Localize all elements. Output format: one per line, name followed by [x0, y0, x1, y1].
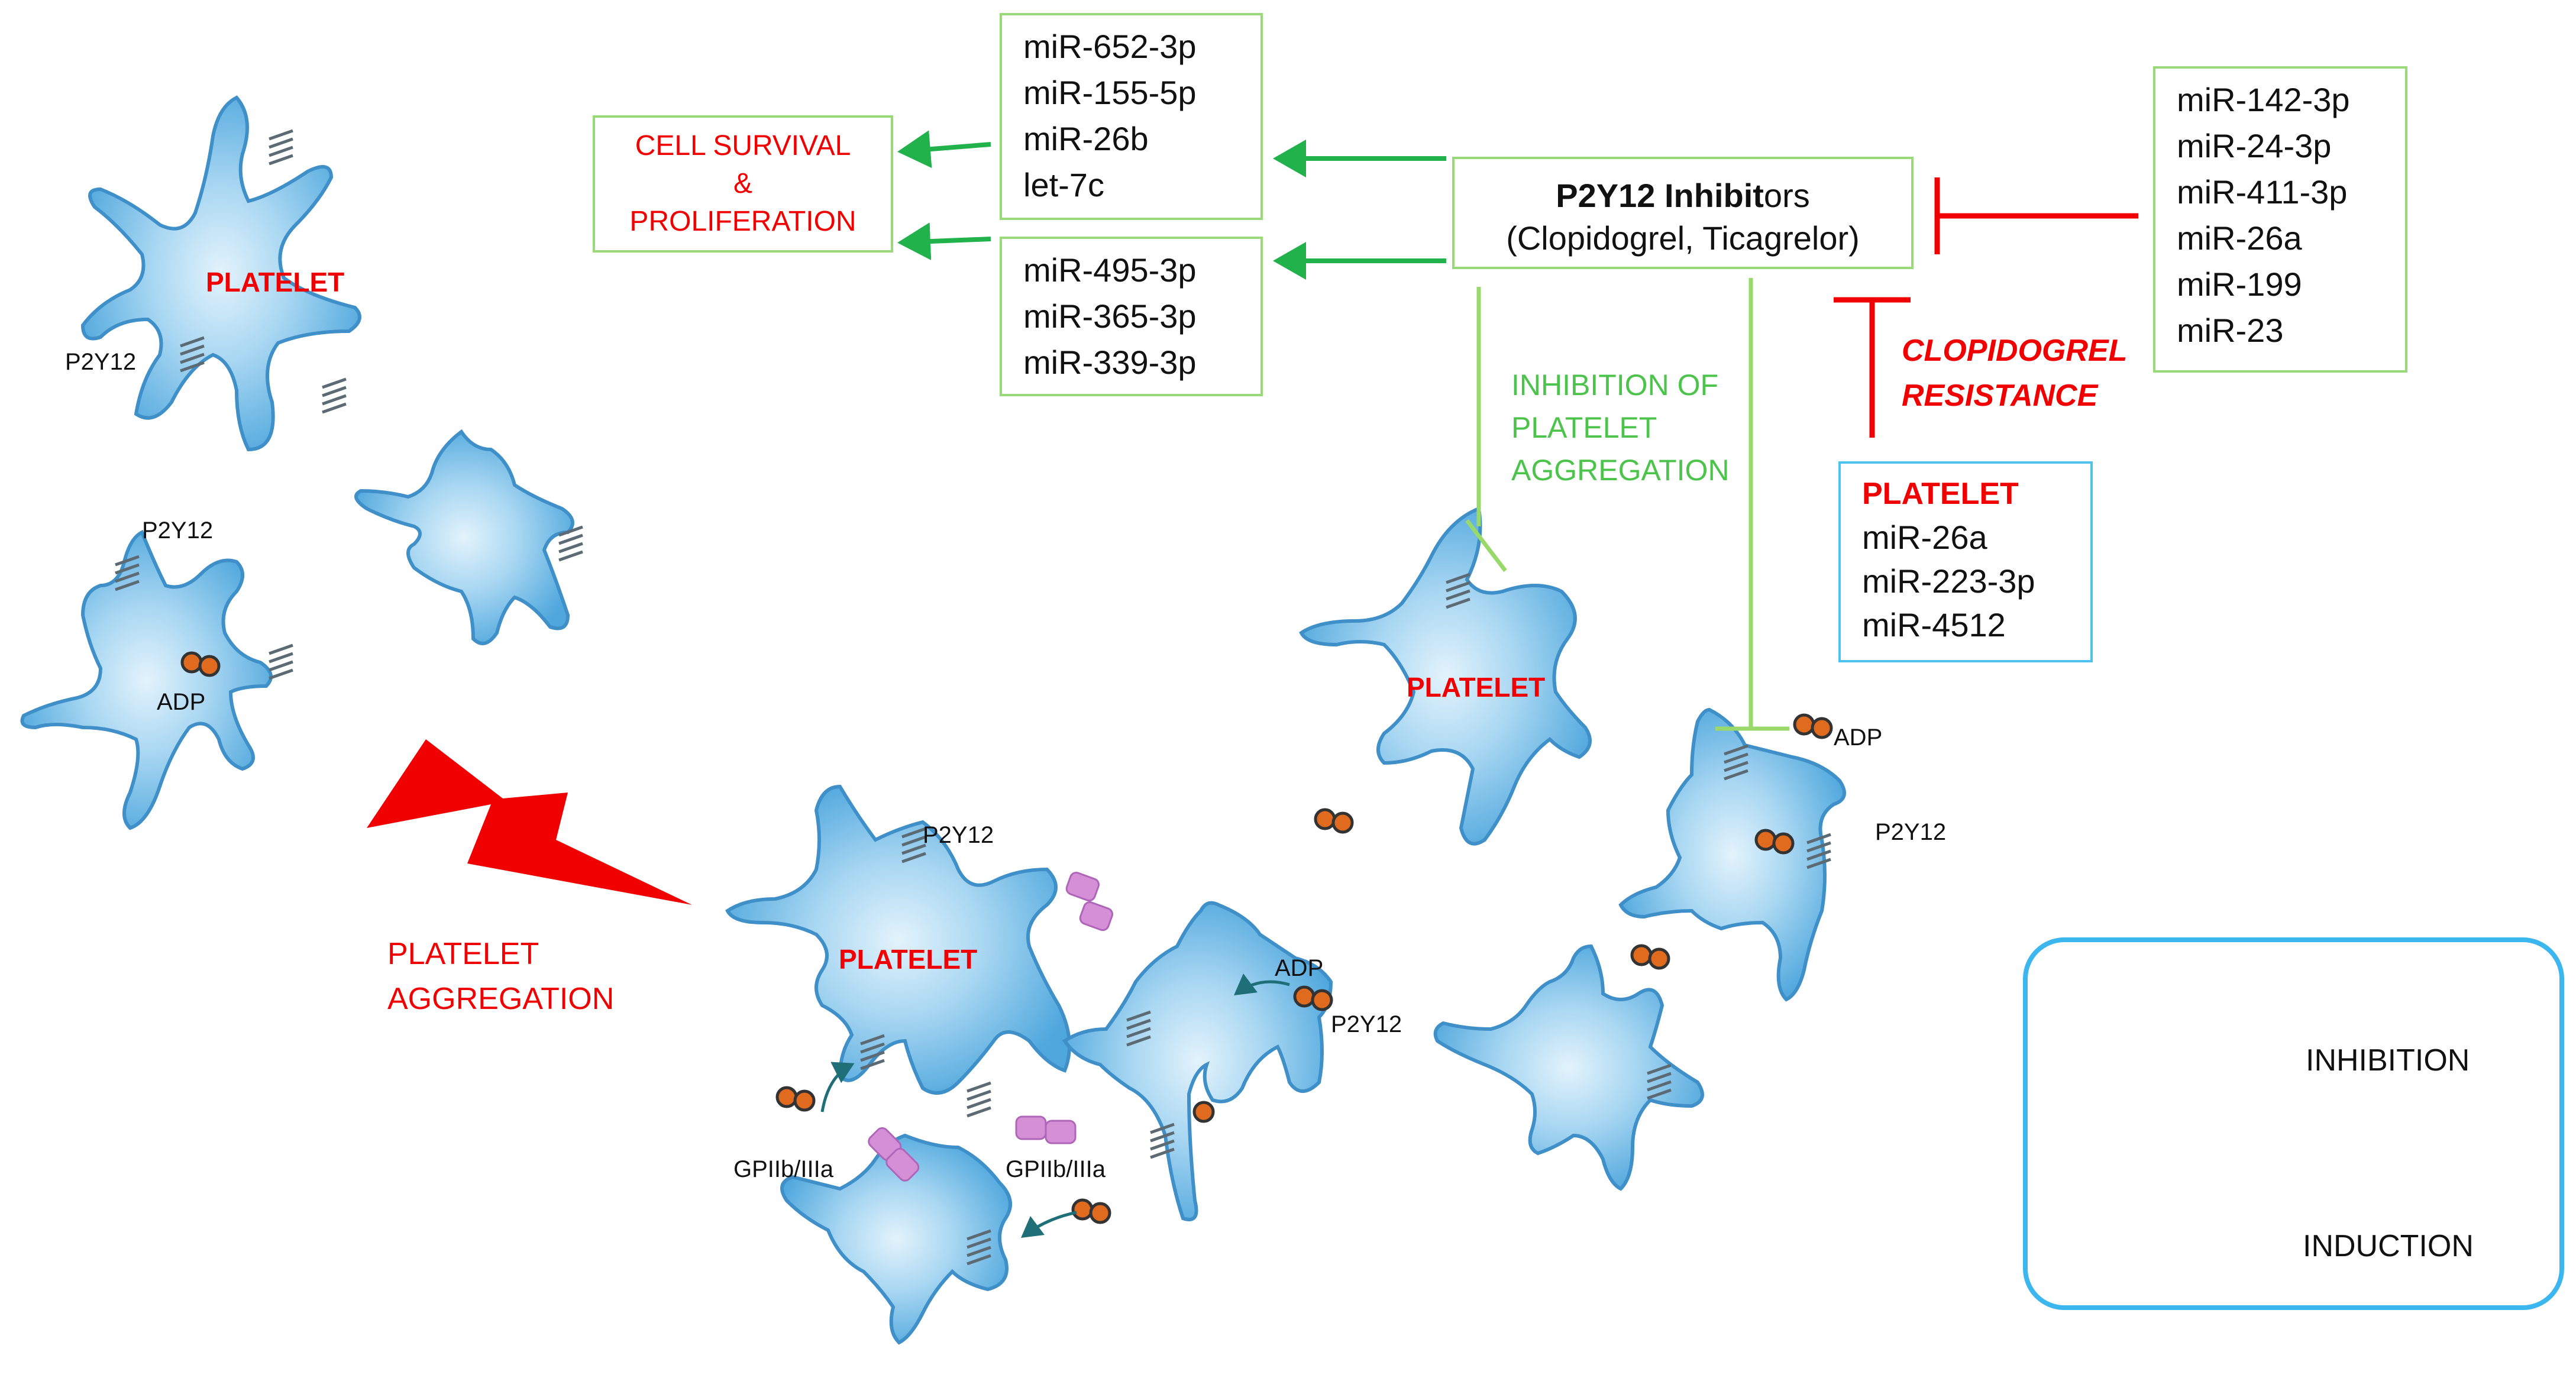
p2y12-label: P2Y12: [65, 349, 137, 375]
teal-arrow-1: [820, 1062, 855, 1112]
lightning-bolt: [367, 739, 692, 905]
p2y12-label: P2Y12: [923, 822, 994, 848]
induction-arrow-1: [897, 130, 991, 169]
inhibition-line: AGGREGATION: [1511, 454, 1730, 487]
red-inhibitor-right: [1934, 177, 2138, 254]
platelet-label-top-left: PLATELET: [206, 267, 345, 297]
adp-molecules: [182, 653, 1831, 1222]
inhibition-line: INHIBITION OF: [1511, 368, 1718, 402]
mirna-item: miR-26a: [2177, 219, 2302, 257]
platelet-cell-small-top: [354, 429, 574, 645]
mirna-item: miR-155-5p: [1023, 74, 1197, 111]
adp-label: ADP: [1834, 725, 1883, 751]
gp-label: GPIIb/IIIa: [733, 1156, 833, 1182]
mirna-item: miR-4512: [1862, 606, 2006, 643]
platelet-mirna-box: PLATELET miR-26a miR-223-3p miR-4512: [1838, 461, 2093, 662]
p2y12-label: P2Y12: [142, 518, 214, 544]
mirna-item: miR-26a: [1862, 519, 1987, 556]
legend-induction-label: INDUCTION: [2303, 1229, 2474, 1263]
mirna-box-top-1: miR-652-3p miR-155-5p miR-26b let-7c: [1000, 13, 1263, 220]
platelet-cell-center-main: [725, 784, 1071, 1095]
mirna-item: miR-23: [2177, 312, 2284, 349]
mirna-item: miR-411-3p: [2177, 173, 2348, 211]
platelet-cell-top-left: [80, 95, 361, 452]
mirna-item: miR-199: [2177, 266, 2302, 303]
teal-arrow-3: [1233, 973, 1290, 995]
mirna-item: miR-365-3p: [1023, 297, 1197, 335]
resistance-line: RESISTANCE: [1902, 379, 2098, 413]
inhibition-aggregation-label: INHIBITION OF PLATELET AGGREGATION: [1511, 364, 1730, 491]
mirna-item: let-7c: [1023, 166, 1104, 203]
cell-survival-box: CELL SURVIVAL & PROLIFERATION: [593, 115, 893, 253]
gp-connectors: [868, 871, 1114, 1182]
adp-label: ADP: [157, 689, 206, 715]
platelet-aggregation-label: PLATELET AGGREGATION: [387, 932, 614, 1021]
resistance-line: CLOPIDOGREL: [1902, 334, 2128, 368]
mirna-item: miR-223-3p: [1862, 562, 2035, 600]
p2y12-label: P2Y12: [1331, 1011, 1402, 1037]
inhibitors-title-bold: P2Y12 Inhibit: [1556, 177, 1764, 214]
mirna-item: miR-142-3p: [2177, 81, 2350, 118]
platelet-cell-right-lower: [1433, 944, 1704, 1191]
mirna-item: miR-495-3p: [1023, 251, 1197, 289]
adp-label: ADP: [1275, 955, 1324, 981]
mirna-item: miR-24-3p: [2177, 127, 2332, 164]
legend-inhibition-label: INHIBITION: [2306, 1043, 2470, 1078]
green-inhibitor-right: [1715, 278, 1789, 731]
platelet-cell-center-bottom: [780, 1133, 1012, 1345]
platelet-cell-right-middle: [1618, 707, 1846, 1002]
mirna-item: miR-652-3p: [1023, 28, 1197, 65]
platelet-cell-right-upper: [1299, 506, 1592, 846]
p2y12-inhibitors-box: P2Y12 Inhibitors (Clopidogrel, Ticagrelo…: [1452, 157, 1914, 269]
inhibition-line: PLATELET: [1511, 411, 1657, 444]
induction-arrow-2: [897, 222, 991, 261]
aggregation-line: AGGREGATION: [387, 982, 615, 1016]
legend-box: INHIBITION INDUCTION: [2023, 937, 2564, 1310]
gp-label: GPIIb/IIIa: [1006, 1156, 1106, 1182]
platelet-cell-mid-left: [20, 529, 273, 830]
platelet-label-center: PLATELET: [839, 944, 978, 975]
inhibitors-title-rest: ors: [1763, 177, 1810, 214]
cell-survival-line: PROLIFERATION: [629, 206, 856, 237]
p2y12-label: P2Y12: [1875, 819, 1947, 845]
cell-survival-line: CELL SURVIVAL: [635, 130, 851, 161]
mirna-box-right: miR-142-3p miR-24-3p miR-411-3p miR-26a …: [2153, 66, 2407, 373]
teal-arrow-2: [1020, 1211, 1077, 1238]
cell-survival-line: &: [733, 168, 752, 199]
inhibitors-subtitle: (Clopidogrel, Ticagrelor): [1506, 219, 1860, 257]
mirna-item: miR-26b: [1023, 120, 1149, 157]
platelet-label-right: PLATELET: [1407, 672, 1546, 703]
clopidogrel-resistance-label: CLOPIDOGREL RESISTANCE: [1902, 328, 2127, 418]
platelet-mirna-header: PLATELET: [1862, 477, 2019, 511]
red-inhibitor-resistance: [1834, 297, 1911, 438]
green-inhibitor-left: [1465, 287, 1507, 573]
mirna-item: miR-339-3p: [1023, 344, 1197, 381]
aggregation-line: PLATELET: [387, 937, 539, 971]
mirna-box-top-2: miR-495-3p miR-365-3p miR-339-3p: [1000, 237, 1263, 396]
